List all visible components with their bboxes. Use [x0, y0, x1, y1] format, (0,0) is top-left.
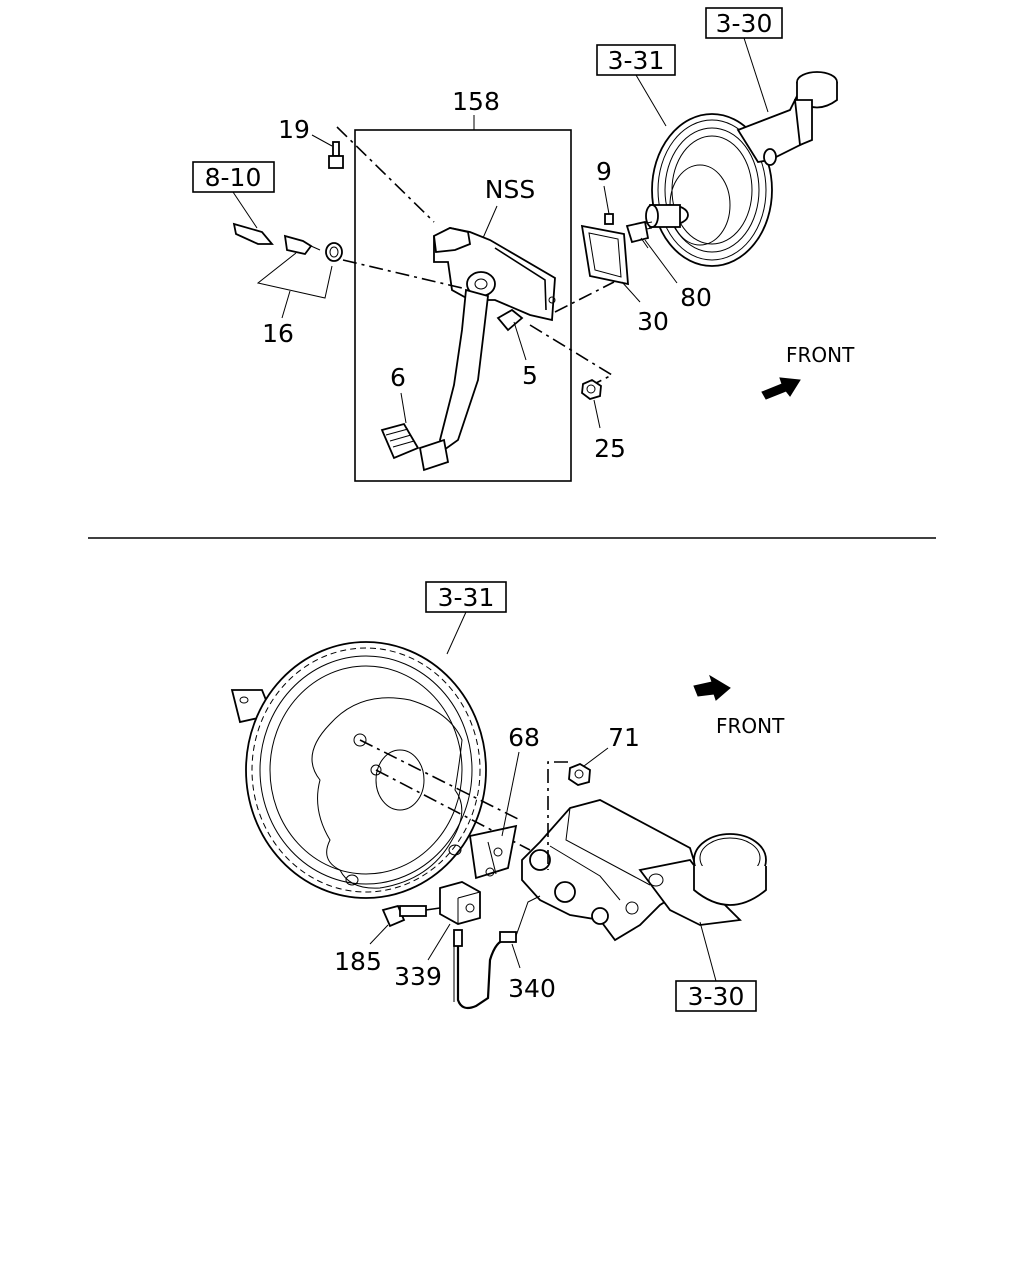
label-71: 71: [608, 723, 640, 752]
label-19: 19: [278, 115, 310, 144]
label-5: 5: [522, 361, 538, 390]
stopper-5: [496, 308, 524, 332]
stop-light-switch: [232, 222, 343, 262]
pedal-assembly-frame: [354, 129, 572, 482]
ref-box-3-30-bottom: [675, 980, 757, 1012]
brake-pedal-bracket: [433, 227, 556, 322]
brake-booster-bottom: [230, 641, 487, 899]
nut-71: [568, 762, 591, 786]
ref-box-3-31-top: [596, 44, 676, 76]
label-nss: NSS: [485, 175, 535, 204]
label-339: 339: [394, 962, 442, 991]
brake-booster-top: [635, 113, 773, 267]
label-68: 68: [508, 723, 540, 752]
brake-pipe-340: [453, 895, 541, 1010]
front-label-bottom: FRONT: [716, 714, 785, 738]
nut-25: [581, 378, 602, 400]
ref-box-8-10: [192, 161, 275, 193]
pedal-pad-6: [380, 422, 420, 460]
label-340: 340: [508, 974, 556, 1003]
label-158: 158: [452, 87, 500, 116]
ref-3-30-top: 3-30: [716, 9, 773, 38]
label-25: 25: [594, 434, 626, 463]
ref-box-3-31-bottom: [425, 581, 507, 613]
label-6: 6: [390, 363, 406, 392]
ref-3-31-bottom: 3-31: [438, 583, 495, 612]
label-185: 185: [334, 947, 382, 976]
front-arrow-bottom-icon: [693, 674, 731, 701]
front-label-top: FRONT: [786, 343, 855, 367]
bolt-185: [381, 904, 427, 928]
ref-8-10: 8-10: [205, 163, 262, 192]
bracket-68: [468, 824, 518, 880]
brake-pedal-arm: [418, 288, 489, 472]
label-9: 9: [596, 157, 612, 186]
master-cylinder-bottom: [521, 799, 767, 942]
clevis-pin-80: [625, 220, 650, 249]
ref-3-30-bottom: 3-30: [688, 982, 745, 1011]
master-cylinder-top: [736, 71, 838, 166]
connector-block-339: [439, 881, 481, 925]
label-80: 80: [680, 283, 712, 312]
label-30: 30: [637, 307, 669, 336]
gasket-30: [580, 224, 629, 286]
label-16: 16: [262, 319, 294, 348]
front-arrow-top-icon: [761, 377, 801, 400]
bolt-19: [328, 141, 344, 169]
clip-9: [604, 213, 614, 225]
ref-3-31-top: 3-31: [608, 46, 665, 75]
